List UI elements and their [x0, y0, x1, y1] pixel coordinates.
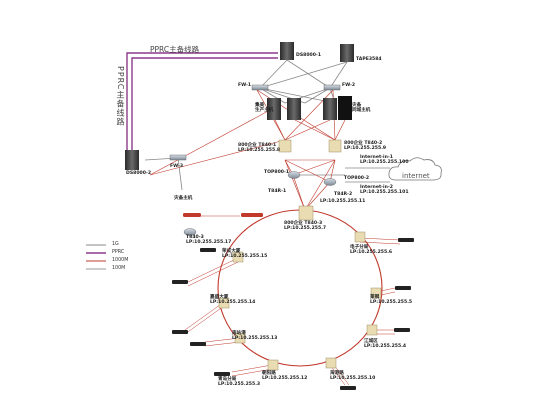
endpoint-device-icon	[394, 328, 410, 332]
servers	[125, 42, 354, 170]
fw3-red-module	[183, 213, 201, 217]
label-tape: TAPE3584	[356, 57, 382, 62]
label-n3: 嘉盛大厦 LP:10.255.255.14	[210, 295, 256, 305]
label-top2: TOP800-2	[344, 176, 370, 181]
label-core2: 800企业 T840-2 LP:10.255.255.9	[344, 141, 387, 151]
legend-label-100m: 100M	[112, 266, 126, 271]
label-fw1: FW-1	[238, 83, 252, 88]
label-edge-a: Internet-in-1 LP:10.255.255.100	[360, 155, 409, 165]
tape-server-icon	[340, 44, 354, 62]
t842-router-icon	[323, 178, 337, 186]
label-n4: 莱钢 LP:10.255.255.5	[370, 295, 413, 305]
t843-router-icon	[183, 228, 197, 236]
label-ring-top-ip: LP:10.255.255.11	[320, 199, 366, 204]
ds8000-1-server-icon	[280, 42, 294, 60]
legend-label-pprc: PPRC	[112, 250, 125, 255]
network-devices	[169, 84, 341, 236]
n2-switch-icon	[354, 231, 366, 243]
label-n1: 荣成大厦 LP:10.255.255.15	[222, 249, 268, 259]
label-ds8000-2: DS8000-2	[126, 171, 152, 176]
legend-label-1000m: 1000M	[112, 258, 129, 263]
backup-host-2-server-icon	[338, 96, 352, 120]
endpoint-device-icon	[172, 330, 188, 334]
label-n2: 电子分局 LP:10.255.255.6	[350, 245, 393, 255]
pprc-horizontal-label: PPRC主备线路	[150, 45, 200, 54]
endpoint-device-icon	[200, 248, 216, 252]
label-ring-top: 800企业 T840-3 LP:10.255.255.7	[284, 221, 327, 231]
fw2-firewall-icon	[323, 84, 341, 91]
t841-router-icon	[287, 171, 301, 179]
endpoint-device-icon	[214, 372, 230, 376]
prod-host-server-icon	[267, 98, 281, 120]
label-core1: 800企业 T840-1 LP:10.255.255.8	[238, 143, 281, 153]
label-t841: T84R-1	[268, 189, 287, 194]
label-n6: 江城区 LP:10.255.255.4	[364, 339, 407, 349]
endpoint-device-icon	[395, 286, 411, 290]
label-fw2: FW-2	[342, 83, 356, 88]
n7-switch-icon	[267, 359, 279, 371]
pprc-vertical-label: PPRC主备线路	[116, 66, 125, 127]
endpoint-device-icon	[172, 280, 188, 284]
legend-lines	[86, 244, 106, 270]
spur-links	[184, 237, 401, 386]
label-n9: 海港路 LP:10.255.255.10	[330, 371, 376, 381]
core1-switch-icon	[278, 139, 292, 153]
n3-switch-icon	[218, 297, 230, 309]
label-ds8000-1: DS8000-1	[296, 53, 322, 58]
label-top1: TOP800-1	[264, 170, 290, 175]
red-modules	[183, 213, 263, 217]
n4-switch-icon	[370, 287, 382, 299]
label-n5: 南站港 LP:10.255.255.13	[232, 331, 278, 341]
fw1-firewall-icon	[251, 84, 269, 91]
internet-label: internet	[402, 172, 430, 180]
label-t842: T84R-2	[334, 192, 353, 197]
ds8000-2-server-icon	[125, 150, 139, 170]
ring-top-switch-icon	[298, 205, 314, 221]
n8-switch-icon	[325, 357, 337, 369]
fw3-firewall-icon	[169, 154, 187, 161]
n6-switch-icon	[366, 324, 378, 336]
label-fw3: FW-3	[170, 164, 184, 169]
endpoint-device-icon	[190, 342, 206, 346]
n1-switch-icon	[232, 251, 244, 263]
label-n7: 朝阳路 LP:10.255.255.12	[262, 371, 308, 381]
endpoint-device-icon	[340, 386, 356, 390]
prod-host-2-server-icon	[287, 98, 301, 120]
label-backup-host: 灾备 同城主机	[352, 103, 371, 113]
switch-nodes	[218, 139, 382, 371]
label-n8: 青岛分局 LP:10.255.255.3	[218, 377, 261, 387]
label-t843: T840-3 LP:10.255.255.17	[186, 235, 232, 245]
label-prod-host: 集美 生产主机	[255, 103, 274, 113]
core2-switch-icon	[328, 139, 342, 153]
endpoint-device-icon	[398, 238, 414, 242]
n5-switch-icon	[234, 332, 246, 344]
internet-cloud-icon	[388, 157, 442, 181]
pprc-link	[126, 52, 278, 150]
gray-links	[144, 59, 390, 191]
label-dr-host: 灾备主机	[174, 196, 193, 201]
ring-top-red-module	[241, 213, 263, 217]
label-edge-b: Internet-in-2 LP:10.255.255.101	[360, 185, 409, 195]
backup-host-server-icon	[323, 98, 337, 120]
legend-label-1g: 1G	[112, 242, 119, 247]
endpoint-devices	[172, 238, 414, 390]
